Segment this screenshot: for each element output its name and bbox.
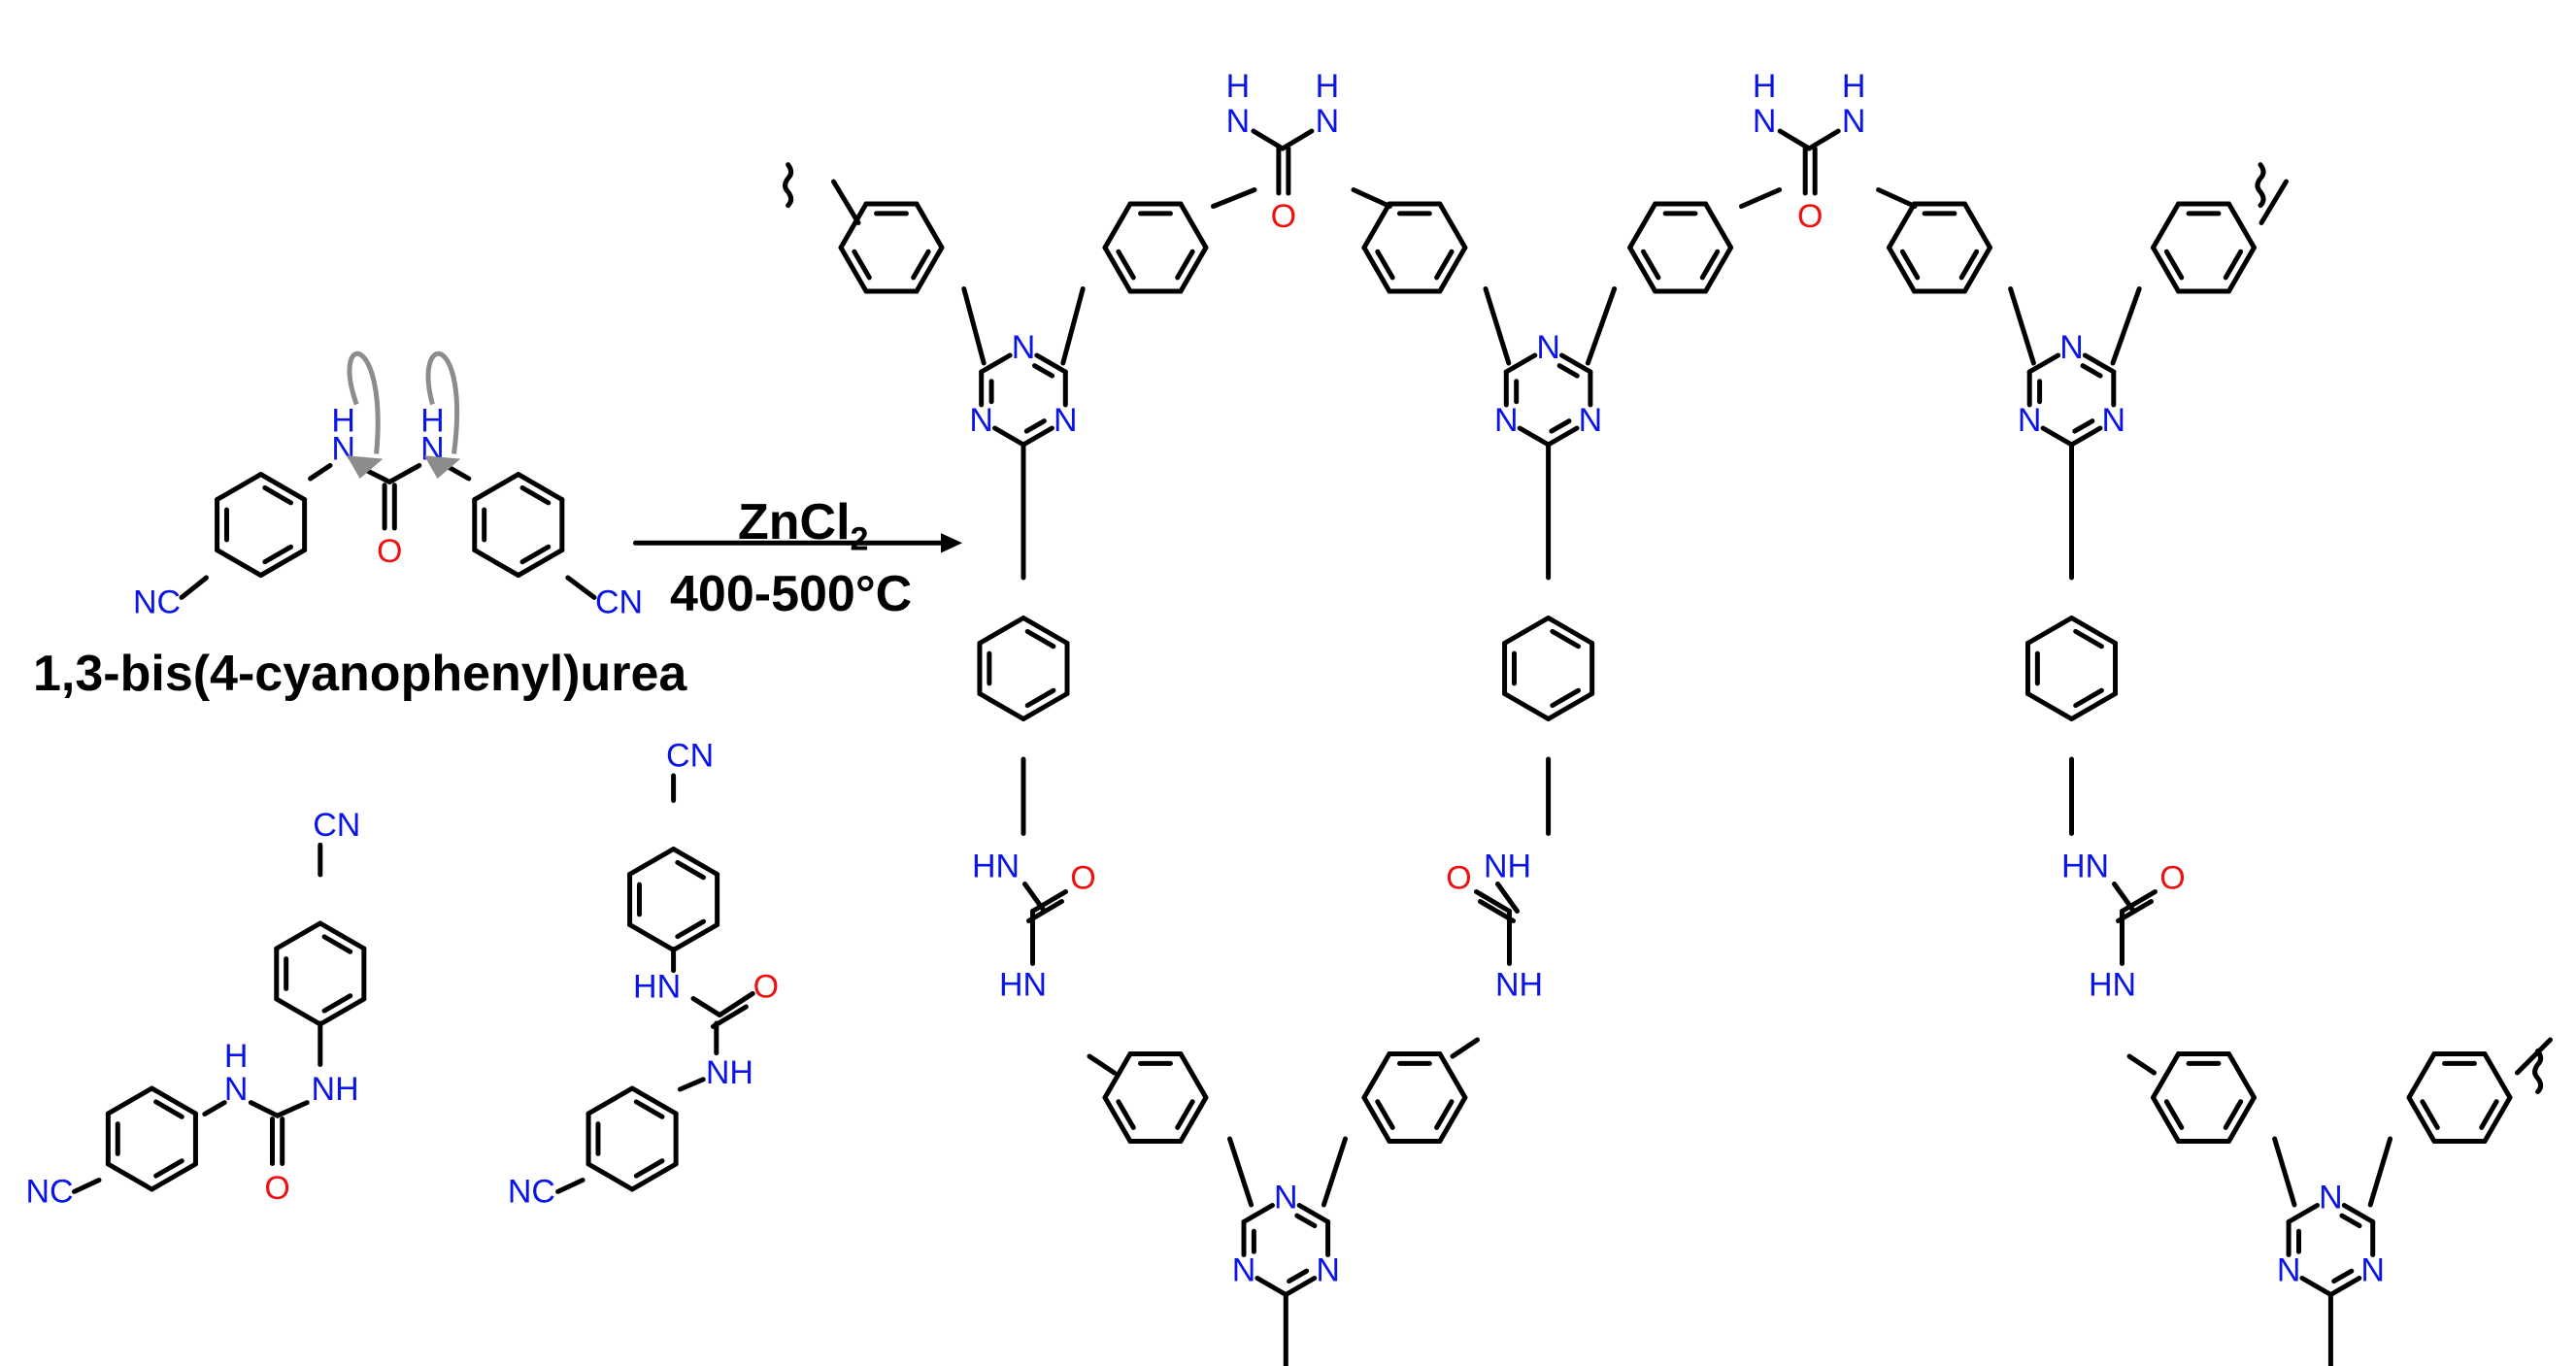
benzene-ring-11: [1361, 1050, 1468, 1145]
arrowhead-icon: [347, 455, 384, 479]
svg-text:N: N: [1226, 103, 1251, 140]
reactant-benzene-right: [472, 472, 565, 579]
svg-text:N: N: [1316, 1252, 1340, 1289]
benzene-ring-7: [977, 616, 1070, 721]
svg-text:O: O: [377, 533, 402, 570]
benzene-ring-4: [1627, 201, 1734, 294]
svg-text:N: N: [224, 1071, 249, 1108]
svg-text:N: N: [1842, 103, 1866, 140]
rotation-arrow-icon: [347, 350, 381, 454]
svg-text:N: N: [2059, 329, 2084, 366]
svg-text:N: N: [2360, 1252, 2385, 1289]
rotation-arrows: [347, 350, 461, 479]
svg-text:O: O: [1797, 198, 1823, 235]
benzene-ring-9: [2024, 616, 2119, 721]
triazine-ring-2: NNN: [1494, 329, 1603, 448]
arrowhead-icon: [423, 455, 461, 479]
svg-text:N: N: [1316, 103, 1340, 140]
svg-text:CN: CN: [313, 807, 360, 844]
product-network: NNNNNNNNNNNNNNNNNNNNNHNHNOHNHNOHNHNOHNOH…: [783, 68, 2553, 1366]
svg-text:N: N: [2277, 1252, 2301, 1289]
arrowhead-icon: [941, 533, 963, 553]
svg-text:N: N: [2319, 1180, 2343, 1216]
svg-text:H: H: [420, 403, 445, 440]
triazine-ring-1: NNN: [969, 329, 1078, 448]
svg-text:NH: NH: [1484, 849, 1531, 885]
svg-text:O: O: [1271, 198, 1296, 235]
svg-text:O: O: [1446, 860, 1471, 897]
urea-linkers: HNHNOHNHNOHNHNOHNOHNNHONHHNOHNHNOHNNHONH: [972, 68, 2186, 1004]
rotation-arrow-icon: [425, 350, 460, 454]
svg-text:N: N: [2102, 402, 2126, 439]
svg-text:N: N: [1579, 402, 1603, 439]
conditions-label: 400-500°C: [670, 566, 913, 622]
triazine-ring-5: NNN: [2277, 1180, 2385, 1297]
benzene-ring-12: [2151, 1050, 2257, 1145]
reactant-benzene-left: [215, 472, 308, 579]
svg-text:HN: HN: [2061, 849, 2109, 885]
svg-text:N: N: [1012, 329, 1036, 366]
benzene-ring-3: [1361, 201, 1468, 294]
benzene-ring-1: [838, 201, 945, 294]
svg-text:N: N: [1494, 402, 1519, 439]
benzene-ring-8: [1502, 616, 1595, 721]
wavy-bond-icon: [2255, 162, 2266, 209]
svg-text:NC: NC: [508, 1173, 555, 1210]
triazine-ring-3: NNN: [2018, 329, 2126, 448]
svg-text:HN: HN: [972, 849, 1020, 885]
benzene-ring-2: [1102, 201, 1209, 294]
reagent-text: ZnCl: [738, 494, 851, 550]
urea-linker-left: HN O HN: [972, 849, 1096, 1004]
svg-text:N: N: [1536, 329, 1560, 366]
urea-linker-right: HN O HN: [2061, 849, 2186, 1004]
svg-text:O: O: [753, 969, 779, 1006]
svg-text:CN: CN: [666, 738, 714, 775]
svg-text:HN: HN: [999, 967, 1047, 1004]
svg-text:NC: NC: [133, 584, 181, 621]
wavy-bond-icon: [2532, 1049, 2544, 1094]
truncation-marks: [783, 162, 2544, 1094]
svg-text:NC: NC: [25, 1173, 73, 1210]
svg-text:H: H: [1753, 68, 1777, 105]
svg-text:N: N: [969, 402, 993, 439]
svg-text:H: H: [1842, 68, 1866, 105]
network-bonds: [831, 179, 2553, 1366]
svg-text:O: O: [264, 1170, 289, 1207]
wavy-bond-icon: [783, 162, 794, 209]
svg-text:HN: HN: [633, 969, 681, 1006]
benzene-ring-6: [2151, 201, 2257, 294]
svg-text:NH: NH: [1495, 967, 1543, 1004]
svg-text:NH: NH: [312, 1071, 359, 1108]
triazine-ring-4: NNN: [1232, 1180, 1340, 1297]
reagent-subscript: 2: [850, 520, 869, 558]
benzene-ring-13: [2406, 1050, 2513, 1145]
svg-text:CN: CN: [595, 584, 643, 621]
reactant-name: 1,3-bis(4-cyanophenyl)urea: [33, 646, 687, 702]
svg-text:H: H: [1226, 68, 1251, 105]
svg-text:H: H: [1316, 68, 1340, 105]
conformer-2: CN HN O NH NC: [508, 738, 779, 1211]
svg-text:N: N: [2018, 402, 2042, 439]
svg-text:O: O: [1070, 860, 1095, 897]
benzene-ring-5: [1887, 201, 1992, 294]
svg-text:N: N: [1274, 1180, 1298, 1216]
svg-text:N: N: [1753, 103, 1777, 140]
urea-linker-center: NH O NH: [1446, 849, 1543, 1004]
svg-text:N: N: [1054, 402, 1078, 439]
benzene-ring-10: [1102, 1050, 1209, 1145]
svg-text:NH: NH: [706, 1054, 753, 1091]
svg-text:O: O: [2159, 860, 2185, 897]
svg-text:HN: HN: [2089, 967, 2136, 1004]
reagent-label: ZnCl2: [738, 493, 868, 558]
reaction-arrow: [633, 533, 963, 553]
svg-text:N: N: [1232, 1252, 1256, 1289]
svg-text:H: H: [224, 1038, 249, 1075]
conformer-1: CN NC HN NH O: [25, 807, 367, 1210]
svg-text:H: H: [331, 403, 355, 440]
